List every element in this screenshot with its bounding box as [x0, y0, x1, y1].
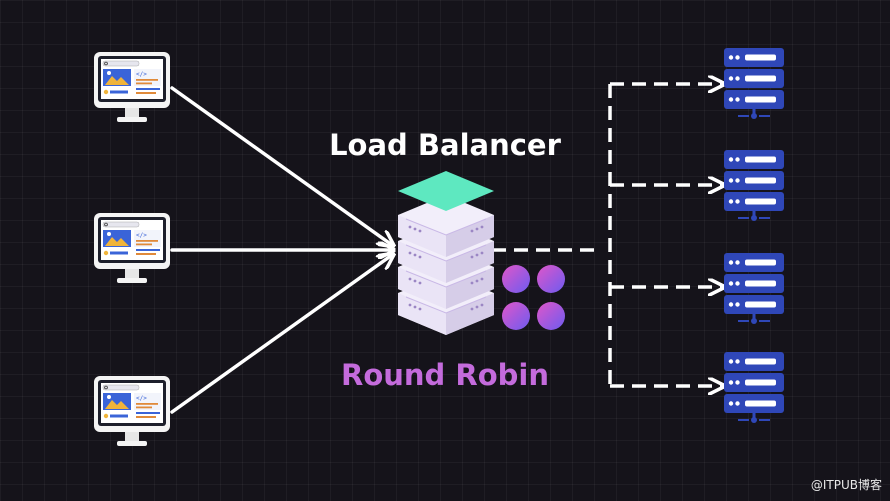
round-robin-label: Round Robin	[341, 358, 549, 392]
client-3-monitor-icon	[93, 375, 171, 447]
distribution-arrows	[492, 84, 722, 386]
client-2-monitor-icon	[93, 212, 171, 284]
server-2-rack-icon	[724, 150, 784, 221]
round-robin-dots-icon	[502, 265, 565, 330]
load-balancer-icon	[397, 171, 495, 336]
server-4-rack-icon	[724, 352, 784, 423]
client-1-arrow	[170, 86, 392, 245]
watermark: @ITPUB博客	[810, 478, 882, 492]
client-arrows	[170, 86, 392, 414]
load-balancer-title: Load Balancer	[329, 128, 561, 162]
server-1-rack-icon	[724, 48, 784, 119]
client-3-arrow	[170, 255, 392, 414]
client-1-monitor-icon	[93, 51, 171, 123]
server-3-rack-icon	[724, 253, 784, 324]
